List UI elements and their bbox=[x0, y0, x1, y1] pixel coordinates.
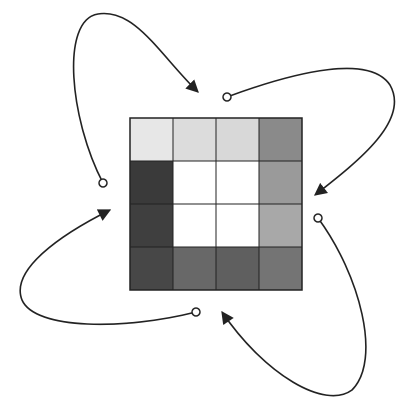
arrow-tail-top bbox=[222, 92, 232, 102]
grid-cell-r4-c2 bbox=[172, 246, 217, 291]
grid-cell-r3-c2 bbox=[172, 203, 217, 248]
arrow-bottom-left-loop bbox=[19, 209, 197, 326]
grid-outline bbox=[129, 117, 303, 291]
arrow-tail-right bbox=[313, 213, 323, 223]
grid-cell-r2-c3 bbox=[215, 160, 260, 205]
grid-cell-r1-c4 bbox=[258, 117, 303, 162]
arrow-tail-bottom bbox=[191, 307, 201, 317]
grid-cell-r1-c2 bbox=[172, 117, 217, 162]
grid-cell-r4-c1 bbox=[129, 246, 174, 291]
grid-cell-r4-c4 bbox=[258, 246, 303, 291]
grid-cell-r4-c3 bbox=[215, 246, 260, 291]
grid-cell-r1-c3 bbox=[215, 117, 260, 162]
grid-cell-r3-c3 bbox=[215, 203, 260, 248]
color-grid bbox=[129, 117, 303, 291]
arrow-right-bottom-loop bbox=[221, 217, 367, 397]
grid-cell-r2-c2 bbox=[172, 160, 217, 205]
grid-cell-r3-c1 bbox=[129, 203, 174, 248]
arrow-top-left-loop bbox=[72, 12, 199, 184]
arrow-top-right-loop bbox=[226, 67, 396, 196]
grid-cell-r2-c4 bbox=[258, 160, 303, 205]
grid-cell-r3-c4 bbox=[258, 203, 303, 248]
grid-cell-r2-c1 bbox=[129, 160, 174, 205]
grid-cell-r1-c1 bbox=[129, 117, 174, 162]
arrow-tail-left bbox=[98, 178, 108, 188]
